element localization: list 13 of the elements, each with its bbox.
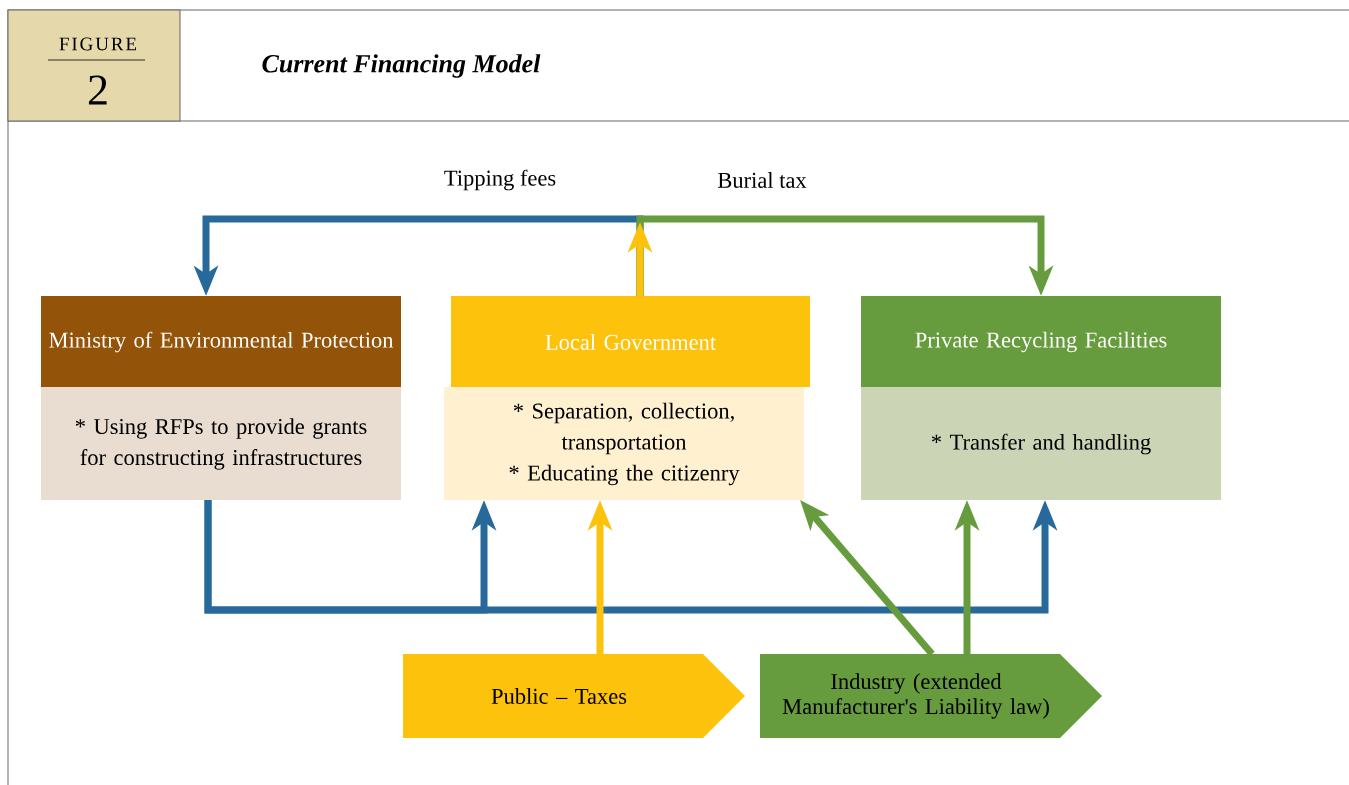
node-label: Local Government (545, 334, 716, 350)
agency-box: Private Recycling Facilities * Transfer and handling (861, 296, 1221, 500)
title: Current Financing Model (262, 54, 541, 78)
node-label: Ministry of Environmental Protection (49, 331, 394, 353)
edge-label: Tipping fees (442, 168, 558, 192)
figure-number-box: FIGURE 2 (7, 9, 181, 122)
node-label: Private Recycling Facilities (915, 331, 1167, 353)
source-arrow-box: Industry (extended Manufacturer's Liability law) (760, 654, 1102, 738)
agency-box: Ministry of Environmental Protection * Using RFPs to provide grants for constructing infrastructures (41, 296, 401, 500)
edge-label: Burial tax (716, 171, 808, 189)
agency-box: Local Government * Separation, collection, transportation * Educating the citizenry (444, 296, 810, 500)
arrow (636, 215, 1054, 296)
source-arrow-box: Public – Taxes (403, 654, 745, 738)
